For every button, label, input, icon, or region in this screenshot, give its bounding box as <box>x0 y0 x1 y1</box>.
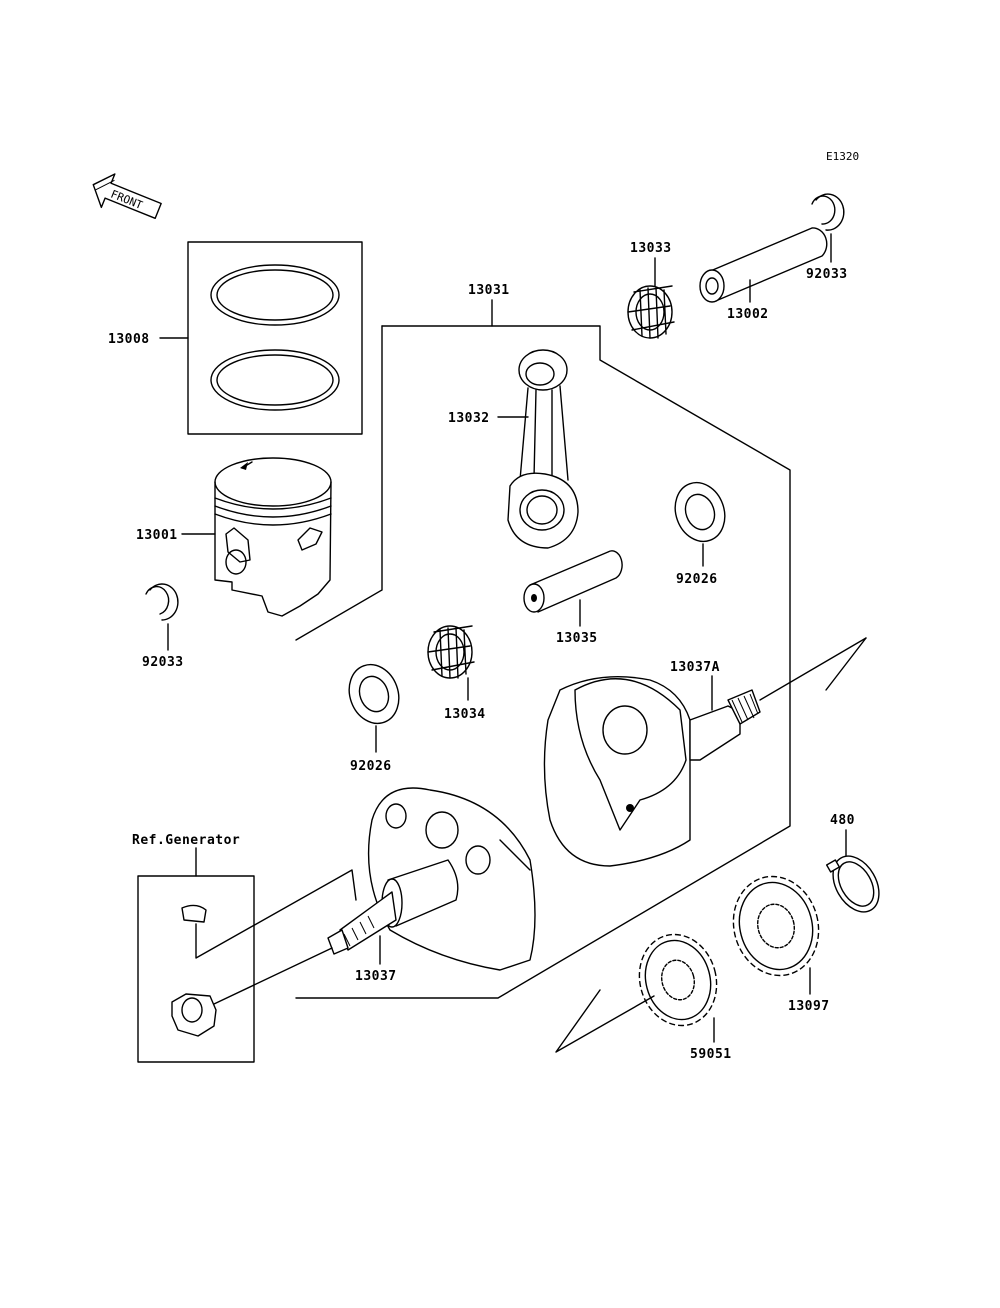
label-92026-right: 92026 <box>676 572 718 587</box>
label-13037: 13037 <box>355 969 397 984</box>
ref-generator-label: Ref.Generator <box>132 833 240 848</box>
label-13034: 13034 <box>444 707 486 722</box>
crankshaft-half-13037A <box>543 637 867 867</box>
circlip-480 <box>825 829 880 913</box>
gear-59051 <box>555 933 718 1053</box>
piston-rings-13008 <box>159 241 363 435</box>
label-13032: 13032 <box>448 411 490 426</box>
crank-pin-13035 <box>523 550 623 627</box>
thrust-washer-92026-left <box>348 663 400 753</box>
label-13033: 13033 <box>630 241 672 256</box>
piston-13001 <box>181 457 332 617</box>
label-13002: 13002 <box>727 307 769 322</box>
connecting-rod-assembly-outline-13031 <box>295 299 791 999</box>
label-13037A: 13037A <box>670 660 720 675</box>
piston-pin-13002 <box>699 227 828 303</box>
gear-13097 <box>732 875 820 995</box>
label-480: 480 <box>830 813 855 828</box>
connecting-rod-13032 <box>497 349 579 549</box>
diagram-code: E1320 <box>826 150 859 163</box>
thrust-washer-92026-right <box>674 481 726 567</box>
label-59051: 59051 <box>690 1047 732 1062</box>
label-13031: 13031 <box>468 283 510 298</box>
label-92026-left: 92026 <box>350 759 392 774</box>
label-92033-left: 92033 <box>142 655 184 670</box>
crankshaft-half-13037 <box>327 787 536 971</box>
label-13008: 13008 <box>108 332 150 347</box>
front-arrow-icon: FRONT <box>92 173 162 220</box>
label-13001: 13001 <box>136 528 178 543</box>
ref-generator-box <box>137 847 357 1063</box>
label-13097: 13097 <box>788 999 830 1014</box>
label-92033-right: 92033 <box>806 267 848 282</box>
label-13035: 13035 <box>556 631 598 646</box>
circlip-92033-right <box>811 193 845 263</box>
needle-bearing-13033 <box>627 257 675 339</box>
needle-bearing-13034 <box>427 625 475 701</box>
circlip-92033-left <box>145 583 179 651</box>
